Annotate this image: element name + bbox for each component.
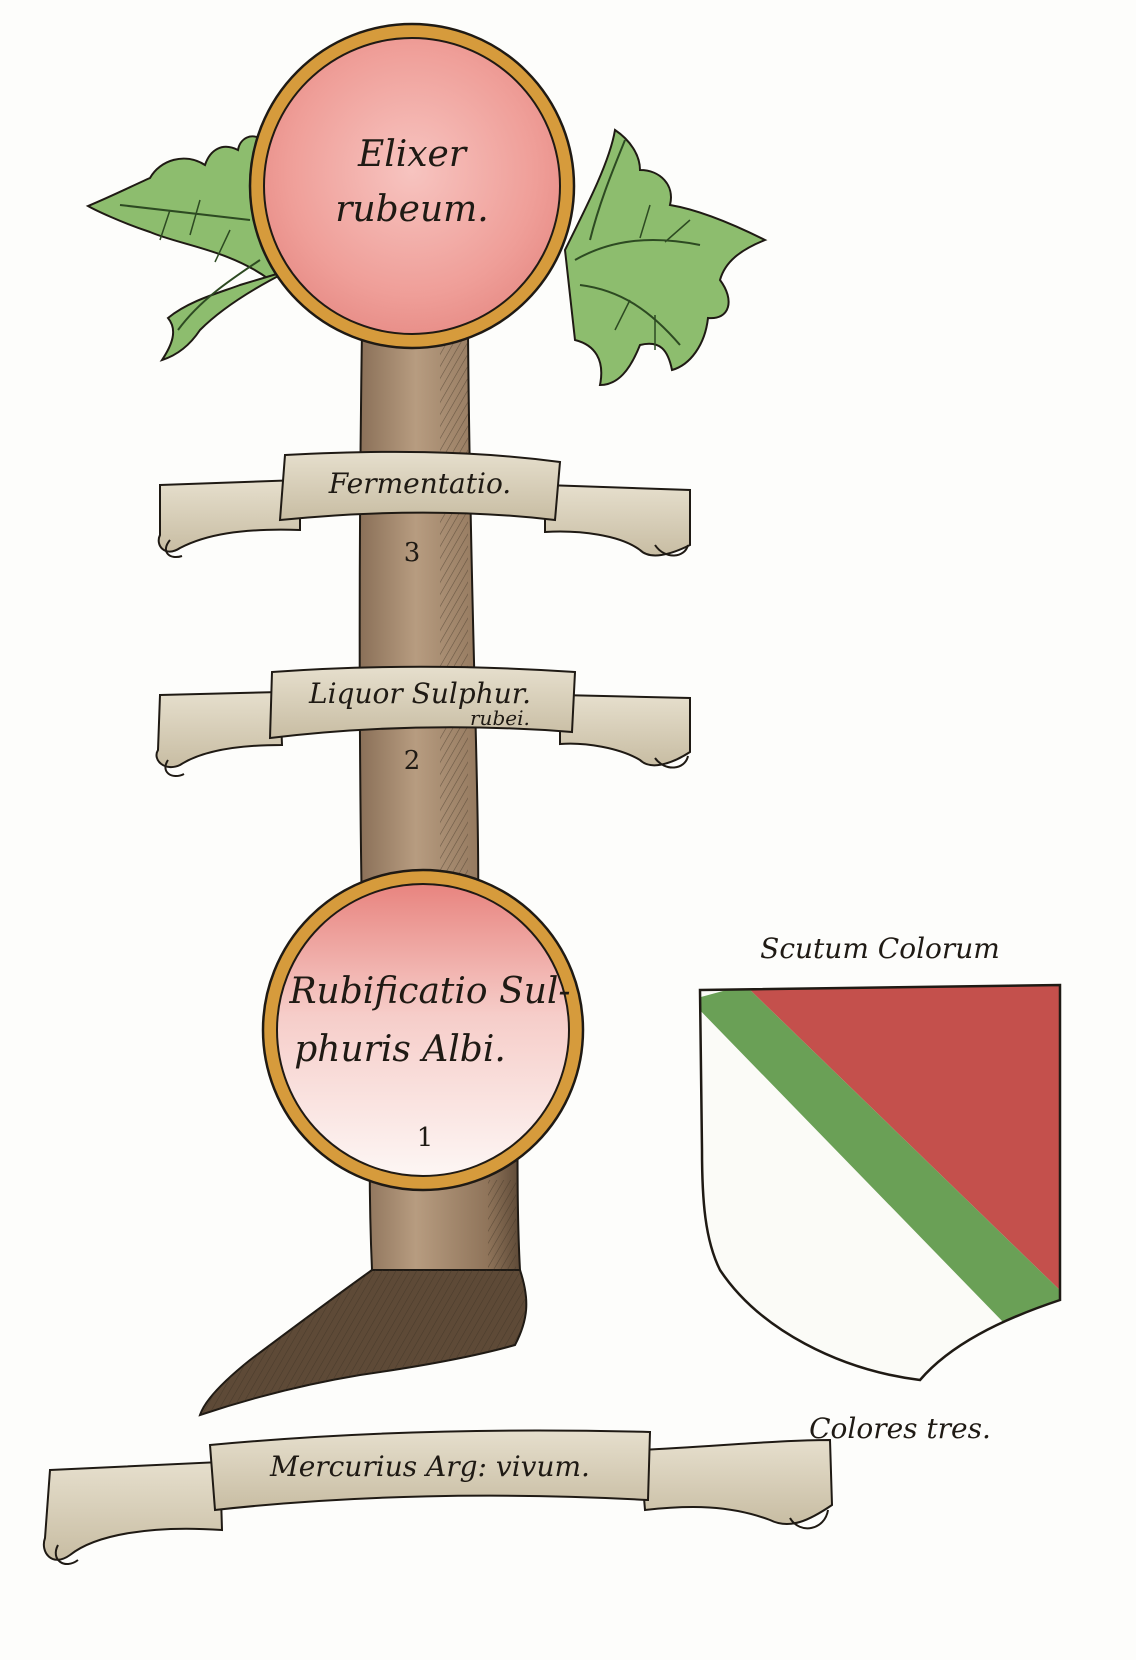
step-number-3: 3: [404, 540, 421, 566]
scroll-1-label: Fermentatio.: [329, 470, 511, 498]
bottom-circle-line1: Rubificatio Sul-: [289, 962, 570, 1022]
step-number-1: 1: [417, 1125, 434, 1151]
scroll-2-line2: rubei.: [470, 708, 530, 728]
step-number-2: 2: [404, 748, 421, 774]
shield-caption: Colores tres.: [809, 1415, 991, 1443]
leaf-right: [565, 130, 765, 385]
top-circle-line1: Elixer: [358, 125, 466, 185]
shield-of-colors: [690, 980, 1070, 1390]
trunk-foot: [200, 1270, 526, 1415]
scroll-2-line1: Liquor Sulphur.: [309, 680, 531, 708]
bottom-circle-line2: phuris Albi.: [294, 1020, 506, 1080]
shield-title: Scutum Colorum: [760, 935, 1000, 963]
top-circle-line2: rubeum.: [335, 180, 489, 240]
base-scroll-label: Mercurius Arg: vivum.: [270, 1453, 590, 1481]
